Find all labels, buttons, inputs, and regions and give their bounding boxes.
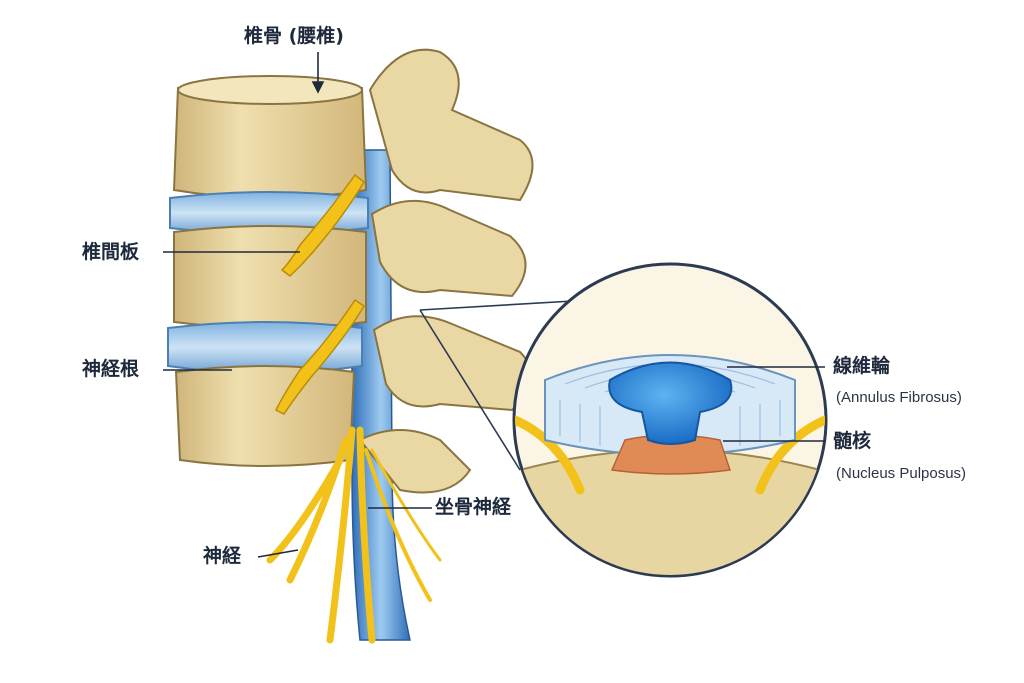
disc-inset bbox=[512, 262, 828, 578]
nerve-bundle bbox=[266, 426, 442, 644]
vertebra-bottom bbox=[174, 365, 356, 467]
leader-lines bbox=[163, 52, 825, 558]
label-annulus-en: (Annulus Fibrosus) bbox=[836, 389, 962, 406]
vertebra-top bbox=[172, 75, 368, 199]
nucleus-pulposus bbox=[608, 361, 733, 445]
label-nucleus: 髄核 bbox=[833, 430, 872, 452]
label-sciatic-nerve: 坐骨神経 bbox=[435, 496, 512, 518]
nerve-roots bbox=[274, 173, 366, 415]
zoom-connector bbox=[419, 299, 591, 471]
vertebra-middle bbox=[173, 225, 367, 329]
label-nucleus-en: (Nucleus Pulposus) bbox=[836, 465, 967, 482]
label-nerve: 神経 bbox=[203, 545, 242, 567]
label-annulus: 線維輪 bbox=[833, 355, 891, 377]
label-intervertebral-disc: 椎間板 bbox=[82, 241, 140, 263]
label-nerve-root: 神経根 bbox=[82, 358, 140, 380]
label-vertebra: 椎骨 (腰椎) bbox=[244, 25, 344, 47]
vertebral-column bbox=[167, 48, 534, 644]
